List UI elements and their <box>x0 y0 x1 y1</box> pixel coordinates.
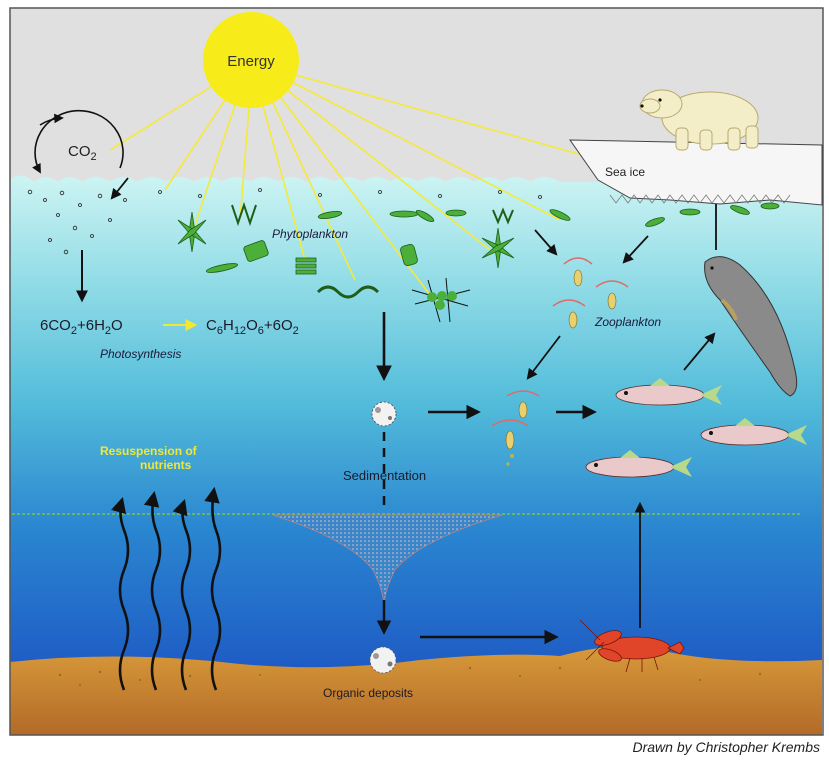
eq-rhs-d: +6O <box>264 317 293 334</box>
co2-label: CO <box>68 143 91 160</box>
eq-rhs-d-sub: 2 <box>293 325 299 337</box>
eq-rhs-b: H <box>223 317 234 334</box>
sea-ice-label: Sea ice <box>605 165 645 179</box>
resuspension-label-line1: Resuspension of <box>100 444 198 458</box>
zooplankton-label: Zooplankton <box>594 315 661 329</box>
organic-deposits-label: Organic deposits <box>323 686 413 700</box>
water-column <box>10 175 822 680</box>
marine-snow-particle <box>372 402 396 426</box>
eq-lhs-a: 6CO <box>40 317 71 334</box>
phytoplankton-label: Phytoplankton <box>272 227 348 241</box>
photosynthesis-label: Photosynthesis <box>100 347 181 361</box>
eq-lhs-c: O <box>111 317 123 334</box>
co2-subscript: 2 <box>91 151 97 163</box>
sun: Energy <box>203 12 299 108</box>
eq-lhs-b: +6H <box>77 317 105 334</box>
eq-rhs-a: C <box>206 317 217 334</box>
energy-label: Energy <box>227 53 275 70</box>
author-credit: Drawn by Christopher Krembs <box>632 739 820 755</box>
resuspension-label-line2: nutrients <box>140 458 192 472</box>
organic-deposit-particle <box>370 647 396 673</box>
sedimentation-label: Sedimentation <box>343 468 426 483</box>
eq-rhs-b-sub: 12 <box>234 325 246 337</box>
eq-rhs-c: O <box>246 317 258 334</box>
